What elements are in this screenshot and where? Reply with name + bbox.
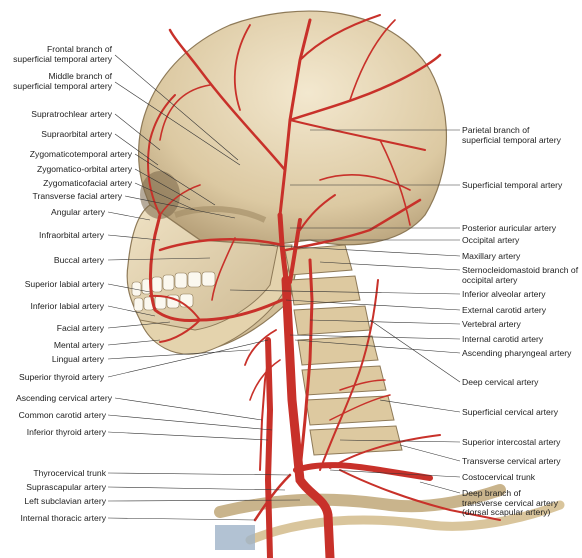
- sternum-cartilage: [215, 525, 255, 550]
- leader-line: [289, 334, 461, 340]
- leader-line: [319, 261, 461, 271]
- leader-line: [259, 244, 461, 257]
- label-superior-intercostal-artery: Superior intercostal artery: [462, 437, 561, 447]
- leader-line: [124, 195, 236, 219]
- leader-line: [134, 153, 216, 206]
- leader-line: [107, 349, 251, 360]
- label-transverse-cervical-artery: Transverse cervical artery: [462, 456, 561, 466]
- label-inferior-labial-artery: Inferior labial artery: [30, 301, 104, 311]
- leader-line: [107, 486, 286, 491]
- leader-line: [399, 444, 461, 462]
- leader-line: [114, 81, 241, 166]
- leader-line: [309, 319, 461, 325]
- leader-line: [107, 234, 161, 241]
- label-angular-artery: Angular artery: [51, 207, 105, 217]
- leader-line: [229, 289, 461, 295]
- leader-line: [107, 499, 301, 502]
- label-internal-thoracic-artery: Internal thoracic artery: [20, 513, 107, 523]
- leader-line: [114, 54, 239, 161]
- artery-tree: [147, 14, 501, 558]
- label-supraorbital-artery: Supraorbital artery: [41, 129, 112, 139]
- cervical-spine: [284, 244, 403, 456]
- leader-line: [134, 168, 191, 201]
- leader-line: [114, 397, 263, 421]
- leader-line: [294, 339, 461, 354]
- label-suprascapular-artery: Suprascapular artery: [26, 482, 106, 492]
- label-buccal-artery: Buccal artery: [53, 255, 104, 265]
- label-occipital-artery: Occipital artery: [462, 235, 520, 245]
- label-left-subclavian-artery: Left subclavian artery: [24, 496, 106, 506]
- leader-line: [369, 319, 461, 383]
- first-rib: [245, 500, 565, 545]
- cranium: [137, 10, 448, 246]
- label-lingual-artery: Lingual artery: [51, 354, 104, 364]
- label-supratrochlear-artery: Supratrochlear artery: [31, 109, 112, 119]
- label-zygomaticotemporal-artery: Zygomaticotemporal artery: [29, 149, 132, 159]
- label-ascending-cervical-artery: Ascending cervical artery: [15, 393, 112, 403]
- leader-line: [107, 211, 151, 221]
- label-costocervical-trunk: Costocervical trunk: [462, 472, 536, 482]
- label-external-carotid-artery: External carotid artery: [462, 305, 547, 315]
- label-inferior-thyroid-artery: Inferior thyroid artery: [26, 427, 106, 437]
- label-internal-carotid-artery: Internal carotid artery: [462, 334, 544, 344]
- leader-lines: [107, 54, 461, 521]
- label-vertebral-artery: Vertebral artery: [462, 319, 521, 329]
- mandible: [139, 244, 293, 355]
- label-zygomatico-orbital-artery: Zygomatico-orbital artery: [36, 164, 132, 174]
- label-mental-artery: Mental artery: [53, 340, 104, 350]
- leader-line: [107, 283, 151, 293]
- label-maxillary-artery: Maxillary artery: [462, 251, 521, 261]
- leader-line: [107, 339, 161, 346]
- leader-line: [134, 182, 196, 211]
- label-common-carotid-artery: Common carotid artery: [18, 410, 106, 420]
- leader-line: [285, 299, 461, 311]
- label-zygomaticofacial-artery: Zygomaticofacial artery: [43, 178, 132, 188]
- leader-line: [107, 257, 211, 261]
- leader-line: [114, 133, 159, 166]
- label-superficial-cervical-artery: Superficial cervical artery: [462, 407, 558, 417]
- leader-line: [329, 469, 461, 478]
- label-transverse-facial-artery: Transverse facial artery: [32, 191, 122, 201]
- leader-line: [107, 305, 156, 317]
- clavicle: [214, 484, 506, 518]
- leader-line: [114, 113, 161, 151]
- leader-line: [107, 339, 269, 378]
- label-inferior-alveolar-artery: Inferior alveolar artery: [462, 289, 546, 299]
- label-infraorbital-artery: Infraorbital artery: [39, 230, 104, 240]
- orbit: [140, 171, 180, 219]
- label-facial-artery: Facial artery: [56, 323, 104, 333]
- leader-line: [107, 414, 273, 431]
- teeth: [131, 271, 216, 312]
- label-thyrocervical-trunk: Thyrocervical trunk: [33, 468, 106, 478]
- leader-line: [339, 439, 461, 443]
- leader-line: [107, 472, 291, 476]
- label-superior-thyroid-artery: Superior thyroid artery: [18, 372, 104, 382]
- leader-line: [107, 431, 269, 441]
- leader-line: [107, 321, 171, 329]
- label-posterior-auricular-artery: Posterior auricular artery: [462, 223, 557, 233]
- label-ascending-pharyngeal-artery: Ascending pharyngeal artery: [462, 348, 572, 358]
- leader-line: [379, 399, 461, 413]
- leader-line: [419, 481, 461, 494]
- leader-line: [107, 517, 256, 521]
- label-deep-cervical-artery: Deep cervical artery: [462, 377, 539, 387]
- label-superior-labial-artery: Superior labial artery: [24, 279, 104, 289]
- zygomatic-arch: [174, 205, 267, 223]
- label-superficial-temporal-artery: Superficial temporal artery: [462, 180, 563, 190]
